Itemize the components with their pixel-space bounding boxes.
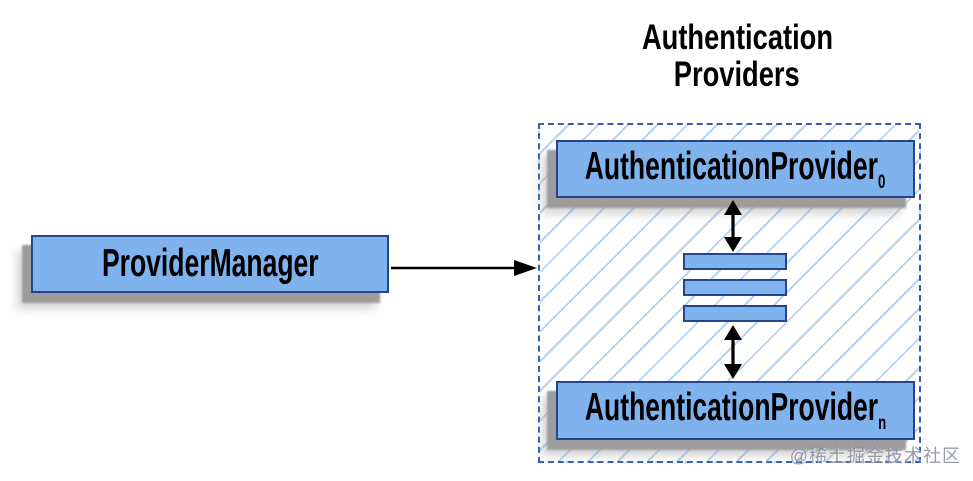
diagram-title-line1: Authentication [641,18,833,57]
provider-stack-bar [683,279,787,296]
watermark: @稀土掘金技术社区 [789,446,961,466]
provider-stack-bar [683,305,787,322]
provider-n-subscript: n [878,411,887,434]
provider-stack [683,253,787,322]
diagram-title: Authentication Providers [557,19,917,93]
provider-manager-to-providers-arrow [391,260,537,276]
provider-stack-bar [683,253,787,270]
provider-manager-box: ProviderManager [31,235,389,293]
authentication-provider-0-box: AuthenticationProvider0 [556,140,915,198]
provider-0-subscript: 0 [878,170,886,193]
authentication-provider-0-label: AuthenticationProvider0 [585,144,886,193]
authentication-provider-n-label: AuthenticationProvidern [584,386,887,434]
diagram-title-line2: Providers [674,55,800,94]
authentication-provider-n-box: AuthenticationProvidern [556,381,915,440]
provider-manager-label: ProviderManager [101,242,319,285]
